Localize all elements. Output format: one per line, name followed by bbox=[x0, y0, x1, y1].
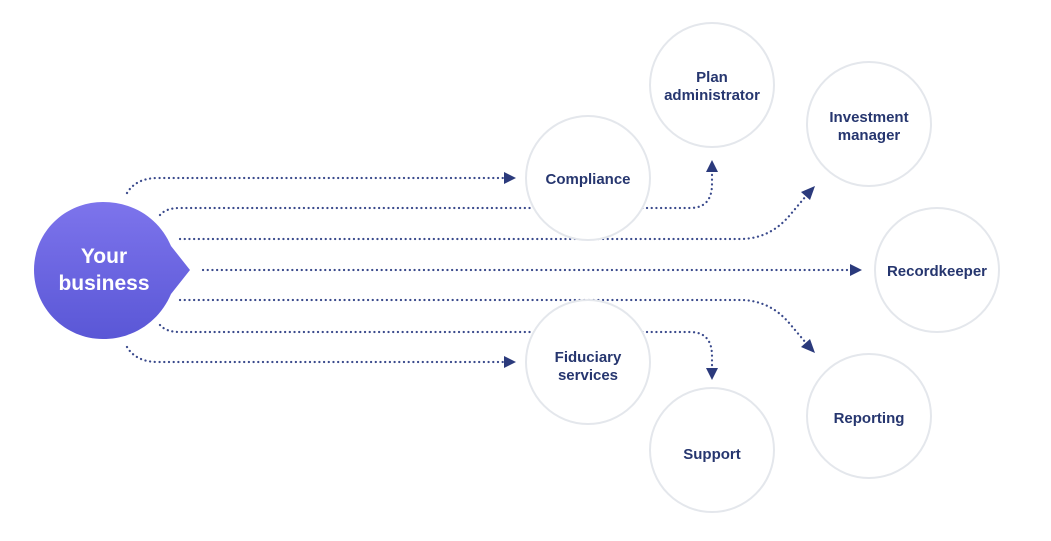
hub-node: Your business bbox=[34, 202, 190, 339]
node-support-label: Support bbox=[683, 446, 741, 463]
arrow-fiduciary-services bbox=[504, 356, 516, 368]
connector-reporting bbox=[178, 298, 808, 345]
node-plan-administrator-line1: Plan bbox=[696, 69, 728, 86]
node-plan-administrator: Plan administrator bbox=[649, 22, 775, 148]
connectors bbox=[125, 160, 862, 380]
node-investment-manager: Investment manager bbox=[806, 61, 932, 187]
connector-plan-administrator bbox=[158, 170, 714, 217]
node-support: Support bbox=[649, 387, 775, 513]
node-investment-manager-line2: manager bbox=[838, 127, 901, 144]
node-recordkeeper-label: Recordkeeper bbox=[887, 263, 987, 280]
arrow-plan-administrator bbox=[706, 160, 718, 172]
hub-shape bbox=[34, 202, 190, 339]
arrow-reporting bbox=[801, 339, 815, 353]
connector-investment-manager bbox=[178, 194, 808, 241]
node-reporting: Reporting bbox=[806, 353, 932, 479]
node-fiduciary-services-line1: Fiduciary bbox=[555, 349, 622, 366]
arrow-investment-manager bbox=[801, 186, 815, 200]
node-compliance: Compliance bbox=[525, 115, 651, 241]
arrow-compliance bbox=[504, 172, 516, 184]
arrow-support bbox=[706, 368, 718, 380]
connector-compliance bbox=[125, 176, 507, 195]
node-plan-administrator-line2: administrator bbox=[664, 87, 760, 104]
node-reporting-label: Reporting bbox=[834, 410, 905, 427]
node-recordkeeper: Recordkeeper bbox=[874, 207, 1000, 333]
connector-fiduciary-services bbox=[125, 345, 507, 364]
node-compliance-label: Compliance bbox=[545, 171, 630, 188]
hub-label-line2: business bbox=[58, 272, 149, 295]
arrow-recordkeeper bbox=[850, 264, 862, 276]
node-fiduciary-services: Fiduciary services bbox=[525, 299, 651, 425]
connector-support bbox=[158, 323, 714, 370]
node-fiduciary-services-line2: services bbox=[558, 367, 618, 384]
node-investment-manager-line1: Investment bbox=[829, 109, 908, 126]
hub-label-line1: Your bbox=[81, 245, 127, 268]
